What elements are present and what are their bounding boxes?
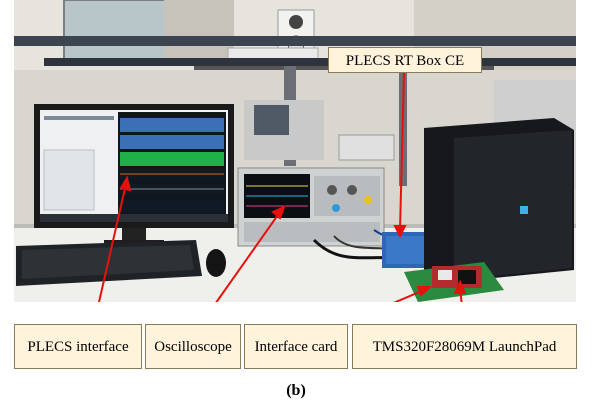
rt-box-label: PLECS RT Box CE <box>328 47 482 73</box>
launchpad-label: TMS320F28069M LaunchPad <box>352 324 577 369</box>
plecs-interface-label: PLECS interface <box>14 324 142 369</box>
interface-card-label: Interface card <box>244 324 348 369</box>
figure-caption: (b) <box>286 382 306 399</box>
lab-setup-photo <box>14 0 576 302</box>
callout-arrows <box>98 72 467 302</box>
oscilloscope-label: Oscilloscope <box>145 324 241 369</box>
